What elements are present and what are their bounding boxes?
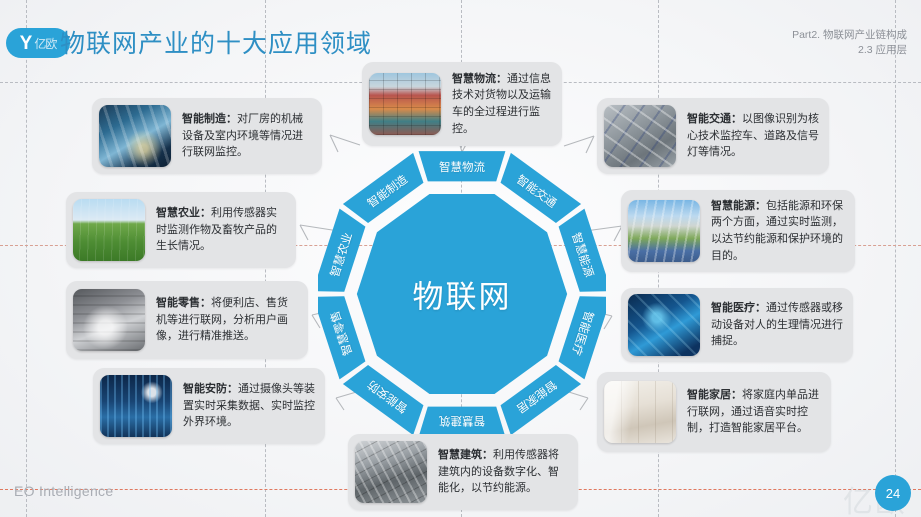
diagram-center-label: 物联网 — [412, 279, 512, 315]
thumbnail-surveillance-camera — [100, 375, 172, 437]
callout-title-building: 智慧建筑： — [438, 448, 493, 461]
page-title: 物联网产业的十大应用领域 — [60, 30, 373, 58]
decagon-segment[interactable] — [342, 365, 424, 436]
callout-card-medical[interactable]: 智能医疗：通过传感器或移动设备对人的生理情况进行捕捉。 — [621, 288, 853, 362]
callout-text-manufacturing: 智能制造：对厂房的机械设备及室内环境等情况进行联网监控。 — [171, 103, 322, 169]
decagon-segment-label: 智慧物流 — [439, 162, 485, 174]
decagon-segment[interactable] — [558, 208, 606, 292]
decagon-core — [356, 194, 568, 394]
callout-body-manufacturing: 对厂房的机械设备及室内环境等情况进行联网监控。 — [182, 112, 303, 159]
guide-line-vertical-left — [26, 0, 27, 517]
decagon-segment[interactable] — [418, 406, 506, 437]
callout-title-energy: 智慧能源： — [711, 199, 766, 212]
page-number-badge: 24 — [875, 475, 911, 511]
callout-text-traffic: 智能交通：以图像识别为核心技术监控车、道路及信号灯等情况。 — [676, 103, 829, 169]
thumbnail-factory-machinery — [99, 105, 171, 167]
callout-body-building: 利用传感器将建筑内的设备数字化、智能化，以节约能源。 — [438, 448, 559, 495]
callout-card-home[interactable]: 智能家居：将家庭内单品进行联网，通过语音实时控制，打造智能家居平台。 — [597, 372, 831, 452]
callout-card-manufacturing[interactable]: 智能制造：对厂房的机械设备及室内环境等情况进行联网监控。 — [92, 98, 322, 174]
decagon-segment[interactable] — [500, 152, 582, 223]
decagon-svg — [318, 151, 606, 437]
callout-title-manufacturing: 智能制造： — [182, 112, 237, 125]
callout-title-retail: 智能零售： — [156, 296, 211, 309]
footer-brand: EO Intelligence — [14, 483, 114, 499]
callout-card-security[interactable]: 智能安防：通过摄像头等装置实时采集数据、实时监控外界环境。 — [93, 368, 325, 444]
callout-title-agriculture: 智慧农业： — [156, 206, 211, 219]
callout-text-medical: 智能医疗：通过传感器或移动设备对人的生理情况进行捕捉。 — [700, 292, 853, 358]
callout-body-energy: 包括能源和环保两个方面，通过实时监测，以达节约能源和保护环境的目的。 — [711, 199, 843, 262]
callout-text-building: 智慧建筑：利用传感器将建筑内的设备数字化、智能化，以节约能源。 — [427, 439, 578, 505]
callout-title-traffic: 智能交通： — [687, 112, 742, 125]
iot-decagon-diagram: 物联网 智慧物流智能交通智慧能源智能医疗智能家居智慧建筑智能安防智慧零售智慧农业… — [318, 150, 606, 438]
callout-text-security: 智能安防：通过摄像头等装置实时采集数据、实时监控外界环境。 — [172, 373, 325, 439]
callout-title-home: 智能家居： — [687, 388, 742, 401]
callout-card-agriculture[interactable]: 智慧农业：利用传感器实时监测作物及畜牧产品的生长情况。 — [66, 192, 296, 268]
thumbnail-power-plant — [628, 200, 700, 262]
thumbnail-medical-tech — [628, 294, 700, 356]
callout-text-energy: 智慧能源：包括能源和环保两个方面，通过实时监测，以达节约能源和保护环境的目的。 — [700, 190, 855, 273]
callout-text-home: 智能家居：将家庭内单品进行联网，通过语音实时控制，打造智能家居平台。 — [676, 379, 831, 445]
thumbnail-farm-field — [73, 199, 145, 261]
callout-text-logistics: 智慧物流：通过信息技术对货物以及运输车的全过程进行监控。 — [441, 63, 562, 146]
thumbnail-road-intersection — [604, 105, 676, 167]
callout-body-agriculture: 利用传感器实时监测作物及畜牧产品的生长情况。 — [156, 206, 277, 253]
callout-title-security: 智能安防： — [183, 382, 238, 395]
callout-card-building[interactable]: 智慧建筑：利用传感器将建筑内的设备数字化、智能化，以节约能源。 — [348, 434, 578, 510]
decagon-segment[interactable] — [500, 365, 582, 436]
callout-body-home: 将家庭内单品进行联网，通过语音实时控制，打造智能家居平台。 — [687, 388, 819, 435]
logo-y-icon: Y — [19, 32, 33, 54]
callout-text-retail: 智能零售：将便利店、售货机等进行联网，分析用户画像，进行精准推送。 — [145, 287, 308, 353]
thumbnail-living-room — [604, 381, 676, 443]
thumbnail-shipping-containers — [369, 73, 441, 135]
callout-card-retail[interactable]: 智能零售：将便利店、售货机等进行联网，分析用户画像，进行精准推送。 — [66, 281, 308, 359]
callout-title-medical: 智能医疗： — [711, 301, 766, 314]
callout-body-security: 通过摄像头等装置实时采集数据、实时监控外界环境。 — [183, 382, 315, 429]
breadcrumb-subsection: 2.3 应用层 — [857, 44, 907, 57]
callout-text-agriculture: 智慧农业：利用传感器实时监测作物及畜牧产品的生长情况。 — [145, 197, 296, 263]
decagon-segment[interactable] — [318, 296, 366, 380]
callout-body-logistics: 通过信息技术对货物以及运输车的全过程进行监控。 — [452, 72, 551, 135]
guide-line-vertical-right — [895, 0, 896, 517]
callout-card-traffic[interactable]: 智能交通：以图像识别为核心技术监控车、道路及信号灯等情况。 — [597, 98, 829, 174]
callout-card-energy[interactable]: 智慧能源：包括能源和环保两个方面，通过实时监测，以达节约能源和保护环境的目的。 — [621, 190, 855, 272]
decagon-segment[interactable] — [558, 296, 606, 380]
callout-card-logistics[interactable]: 智慧物流：通过信息技术对货物以及运输车的全过程进行监控。 — [362, 62, 562, 146]
decagon-segment-label: 智慧建筑 — [439, 414, 485, 426]
decagon-segment[interactable] — [318, 208, 366, 292]
callout-title-logistics: 智慧物流： — [452, 72, 507, 85]
callout-body-retail: 将便利店、售货机等进行联网，分析用户画像，进行精准推送。 — [156, 296, 288, 343]
thumbnail-skyscraper — [355, 441, 427, 503]
thumbnail-retail-store — [73, 289, 145, 351]
brand-logo: Y 亿欧 — [6, 28, 70, 58]
logo-wordmark: 亿欧 — [34, 36, 57, 51]
decagon-segment[interactable] — [418, 151, 506, 182]
decagon-segment[interactable] — [342, 152, 424, 223]
breadcrumb-part: Part2. 物联网产业链构成 — [792, 29, 907, 41]
callout-body-traffic: 以图像识别为核心技术监控车、道路及信号灯等情况。 — [687, 112, 819, 159]
callout-body-medical: 通过传感器或移动设备对人的生理情况进行捕捉。 — [711, 301, 843, 348]
section-breadcrumb: Part2. 物联网产业链构成 2.3 应用层 — [792, 28, 907, 58]
